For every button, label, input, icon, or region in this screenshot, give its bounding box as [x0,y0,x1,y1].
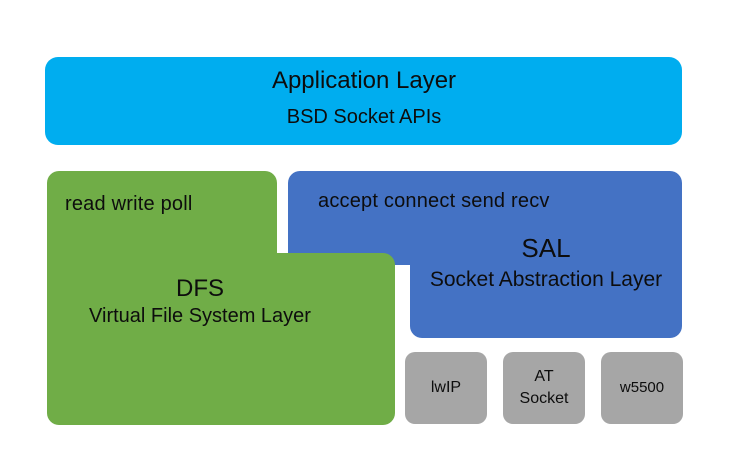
dfs-title: DFS [176,275,224,302]
driver-label-lwip: lwIP [430,379,462,397]
driver-label-w5500: w5500 [619,378,665,396]
dfs-api-list: read write poll [65,193,193,215]
sal-api-list: accept connect send recv [318,190,550,212]
driver-box-lwip[interactable]: lwIP [405,352,487,424]
driver-label-at-socket: AT Socket [519,368,569,407]
dfs-subtitle: Virtual File System Layer [89,305,311,327]
application-layer-subtitle: BSD Socket APIs [286,106,442,128]
sal-title: SAL [521,233,571,263]
driver-box-w5500[interactable]: w5500 [601,352,683,424]
application-layer-box[interactable] [45,57,682,145]
application-layer-title: Application Layer [271,67,457,94]
sal-subtitle: Socket Abstraction Layer [429,268,663,291]
driver-box-at-socket[interactable]: AT Socket [503,352,585,424]
